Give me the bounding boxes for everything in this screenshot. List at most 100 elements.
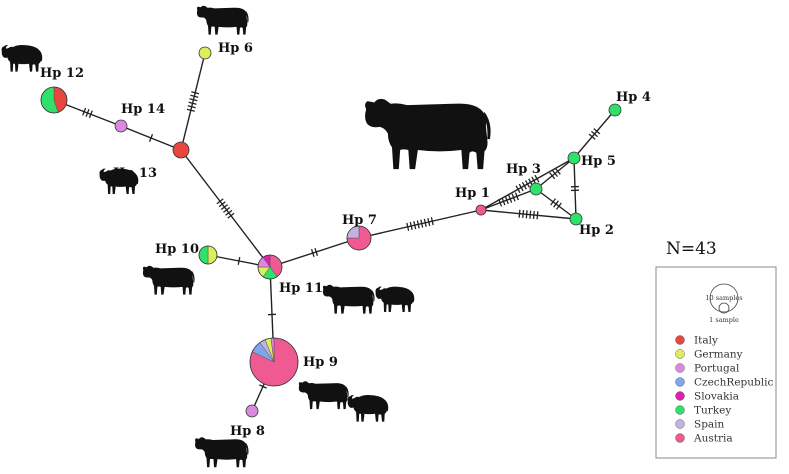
cow-silhouette-hp6 xyxy=(196,5,249,35)
mutation-tick xyxy=(534,174,540,183)
mutation-tick xyxy=(216,198,224,205)
mutation-tick xyxy=(406,222,410,231)
legend-swatch xyxy=(675,363,685,373)
mutation-tick xyxy=(148,134,154,142)
node-label-hp11: Hp 11 xyxy=(279,281,323,296)
mutation-tick xyxy=(314,247,319,256)
legend: N=43 10 samples 1 sample ItalyGermanyPor… xyxy=(655,239,777,459)
buffalo-silhouette-hp12 xyxy=(1,44,43,72)
mutation-tick xyxy=(187,105,196,109)
mutation-tick xyxy=(508,194,513,203)
node-label-hp3: Hp 3 xyxy=(506,162,541,177)
cow-silhouette-large xyxy=(365,98,491,170)
legend-label: Turkey xyxy=(694,405,731,417)
legend-label: Italy xyxy=(694,335,718,347)
node-label-hp1: Hp 1 xyxy=(455,186,490,201)
pie-outline xyxy=(198,245,218,265)
mutation-tick xyxy=(518,183,524,192)
pie-outline xyxy=(346,225,372,251)
pie-slice-turkey xyxy=(198,245,209,265)
mutation-tick xyxy=(521,181,527,190)
node-hp7 xyxy=(346,225,372,251)
mutation-tick xyxy=(549,172,556,180)
edge-line xyxy=(180,149,271,268)
legend-entry-italy: Italy xyxy=(675,335,718,347)
node-label-hp4: Hp 4 xyxy=(616,90,651,105)
node-hp5 xyxy=(567,151,581,165)
legend-scale: 10 samples 1 sample xyxy=(705,283,743,324)
edge-line xyxy=(180,52,206,151)
mutation-tick xyxy=(522,209,525,219)
edge-hp14-hp13 xyxy=(120,125,182,151)
node-hp10 xyxy=(198,245,218,265)
edge-line xyxy=(269,237,360,268)
mutation-tick xyxy=(591,130,598,138)
mutation-tick xyxy=(518,209,521,218)
nodes-layer xyxy=(40,46,622,418)
edge-hp11-hp7 xyxy=(269,237,360,268)
pie-slice-austria xyxy=(475,204,487,216)
pie-outline xyxy=(257,254,283,280)
mutation-tick xyxy=(532,210,535,220)
edge-hp5-hp4 xyxy=(573,109,616,159)
cow-silhouette-hp9 xyxy=(298,381,349,410)
mutation-tick xyxy=(237,256,241,266)
legend-entry-turkey: Turkey xyxy=(675,405,731,417)
mutation-tick xyxy=(501,197,506,206)
node-label-hp14: Hp 14 xyxy=(121,102,165,117)
mutation-tick xyxy=(413,221,417,230)
pie-slice-turkey xyxy=(529,182,543,196)
legend-label: Germany xyxy=(694,349,743,361)
mutation-tick xyxy=(553,200,559,208)
node-hp9 xyxy=(249,337,299,387)
pie-slice-turkey xyxy=(567,151,581,165)
edge-line xyxy=(358,209,482,239)
mutation-tick xyxy=(550,198,557,206)
buffalo-silhouette-hp9 xyxy=(347,394,389,422)
edge-hp1-hp5 xyxy=(480,157,575,211)
mutation-tick xyxy=(593,128,601,135)
node-hp1 xyxy=(475,204,487,216)
pie-outline xyxy=(40,86,68,114)
legend-swatch xyxy=(675,405,685,415)
edge-hp7-hp1 xyxy=(358,209,482,239)
node-label-hp9: Hp 9 xyxy=(303,355,338,370)
edge-hp1-hp2 xyxy=(480,209,577,220)
edge-line xyxy=(480,209,577,220)
node-label-hp5: Hp 5 xyxy=(581,154,616,169)
buffalo-silhouette-hp11 xyxy=(375,286,415,313)
legend-entry-germany: Germany xyxy=(675,349,743,361)
node-hp3 xyxy=(529,182,543,196)
labels-layer: Hp 1Hp 2Hp 3Hp 4Hp 5Hp 6Hp 7Hp 8Hp 9Hp 1… xyxy=(40,41,651,439)
pie-slice-italy xyxy=(172,141,190,159)
legend-label: CzechRepublic xyxy=(694,377,773,389)
mutation-tick xyxy=(525,210,528,219)
pie-slice-portugal xyxy=(114,119,128,133)
scale-label-small: 1 sample xyxy=(709,316,739,324)
pie-slice-germany xyxy=(207,245,218,265)
legend-swatch xyxy=(675,377,685,387)
mutation-tick xyxy=(227,212,235,219)
scale-label-large: 10 samples xyxy=(705,294,742,302)
mutation-tick xyxy=(524,180,531,188)
legend-swatch xyxy=(675,391,685,401)
scale-circle-large xyxy=(709,283,739,313)
legend-title: N=43 xyxy=(666,239,717,259)
cow-silhouette-hp11 xyxy=(322,284,375,314)
pie-slice-turkey xyxy=(569,212,583,226)
legend-entries: ItalyGermanyPortugalCzechRepublicSlovaki… xyxy=(675,335,773,445)
mutation-tick xyxy=(555,202,562,210)
edge-hp3-hp5 xyxy=(535,157,575,190)
node-hp11 xyxy=(257,254,283,280)
legend-entry-spain: Spain xyxy=(675,419,725,431)
buffalo-silhouette-hp13 xyxy=(99,168,139,195)
node-label-hp12: Hp 12 xyxy=(40,66,84,81)
pie-outline xyxy=(249,337,299,387)
mutation-tick xyxy=(529,210,532,219)
legend-label: Austria xyxy=(693,433,733,445)
pie-slice-portugal xyxy=(245,404,259,418)
cow-silhouette-hp8 xyxy=(195,437,249,468)
mutation-tick xyxy=(420,219,424,228)
mutation-tick xyxy=(588,133,596,140)
legend-swatch xyxy=(675,433,685,443)
